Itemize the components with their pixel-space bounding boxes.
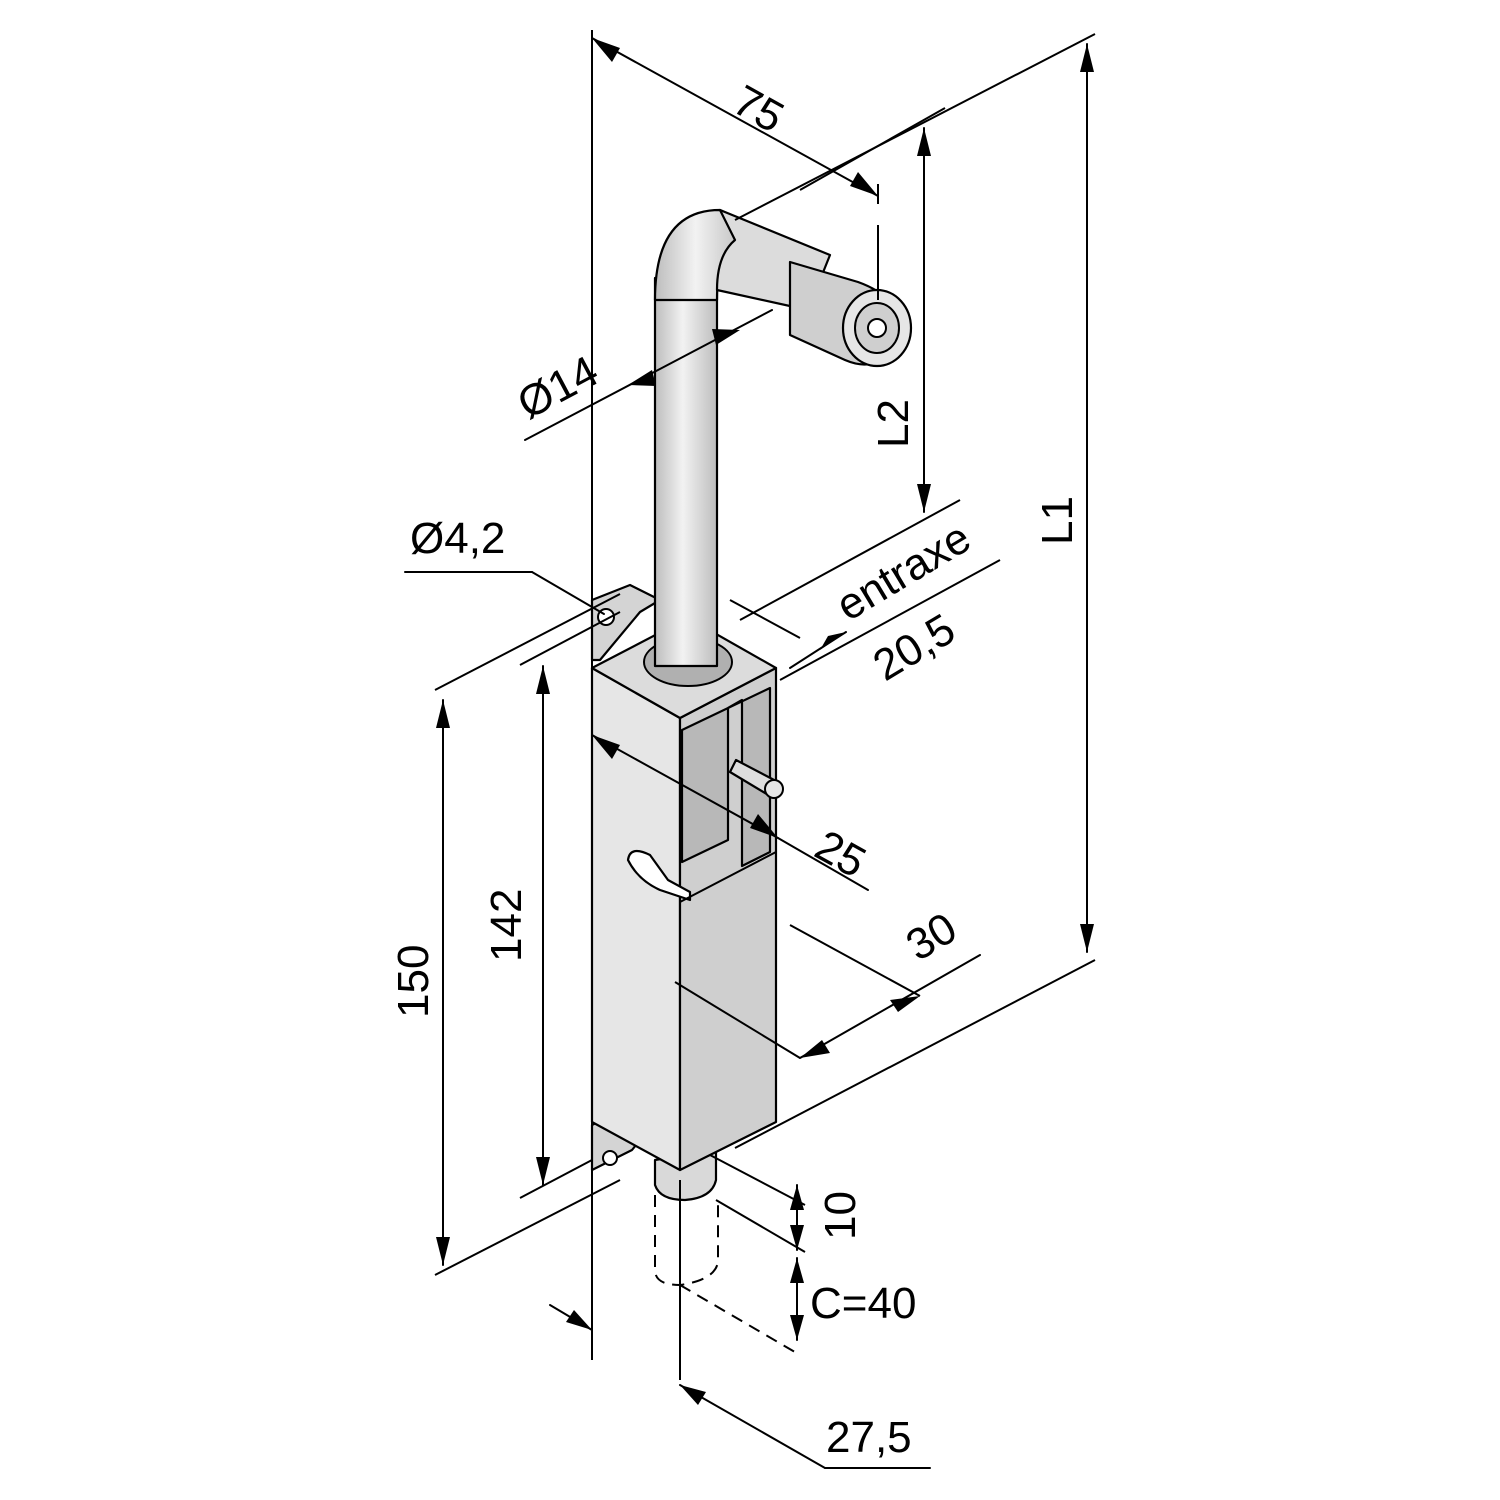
key-hole-icon [867, 318, 887, 338]
arrowheads [436, 38, 1094, 1405]
dim-c40-label: C=40 [810, 1279, 916, 1328]
bottom-screw-hole [602, 1150, 618, 1166]
dim-27-5-label: 27,5 [826, 1413, 912, 1462]
dim-30-label: 30 [898, 903, 965, 970]
dim-20-5-label: 20,5 [865, 604, 964, 690]
dim-d42-label: Ø4,2 [410, 514, 505, 563]
housing-lower-edge [679, 851, 777, 903]
rod-vertical [653, 276, 719, 668]
plunger-extended-dashed [654, 1195, 719, 1287]
dim-l2-label: L2 [869, 399, 918, 448]
dim-25-label: 25 [807, 821, 874, 888]
side-pin-end [764, 779, 784, 799]
dim-142-label: 142 [482, 889, 531, 962]
guide-slot-hook [626, 849, 692, 902]
plunger-dashed-centerline [679, 1284, 801, 1356]
dim-l1-label: L1 [1033, 496, 1082, 545]
dim-10-label: 10 [816, 1191, 865, 1240]
dim-150-label: 150 [389, 945, 438, 1018]
bolt-part [590, 208, 913, 1356]
dim-75-label: 75 [725, 76, 792, 143]
